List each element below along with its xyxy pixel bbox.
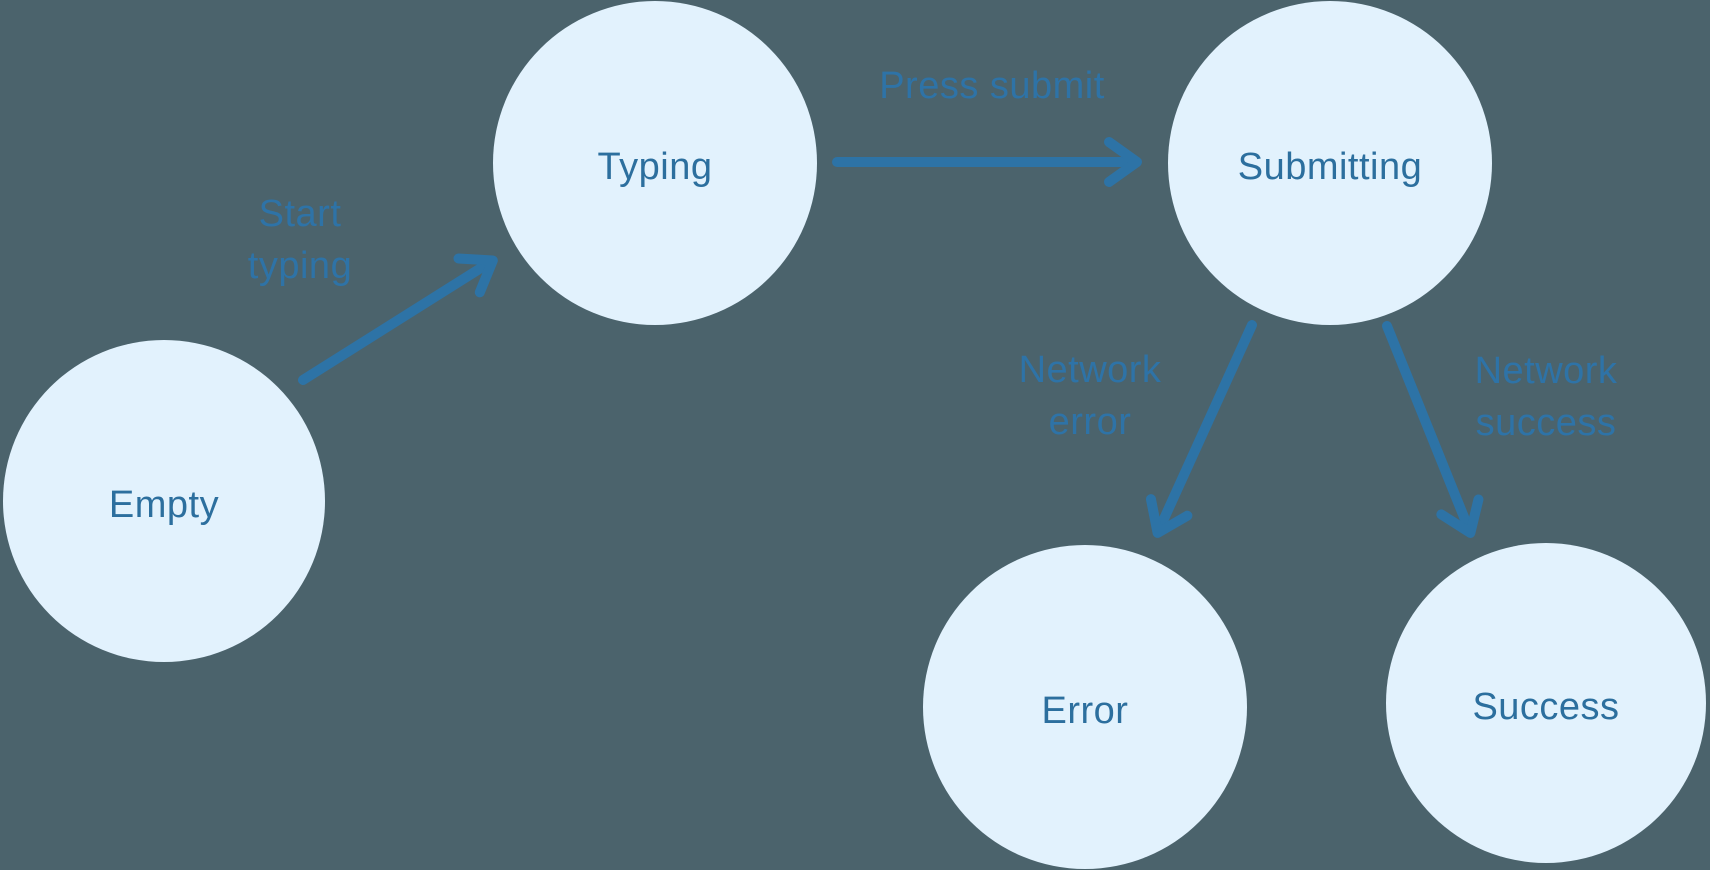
- state-node-empty: Empty: [3, 340, 325, 662]
- state-node-submitting: Submitting: [1168, 1, 1492, 325]
- state-node-typing: Typing: [493, 1, 817, 325]
- state-label-success: Success: [1472, 685, 1620, 728]
- state-node-error: Error: [923, 545, 1247, 869]
- transition-label-press-submit: Press submit: [879, 60, 1105, 112]
- transition-label-line: Start: [258, 193, 342, 235]
- arrow-submitting-to-success: [1382, 321, 1484, 538]
- transition-label-network-error: Network error: [1019, 344, 1162, 448]
- arrow-submitting-to-error: [1145, 320, 1257, 538]
- transition-label-line: Press submit: [879, 65, 1105, 107]
- transition-label-line: Network: [1018, 349, 1162, 391]
- transition-label-line: error: [1048, 401, 1132, 443]
- state-node-success: Success: [1386, 543, 1706, 863]
- transition-label-network-success: Network success: [1475, 345, 1618, 449]
- transition-label-line: Network: [1474, 350, 1618, 392]
- arrow-empty-to-typing: [298, 253, 498, 385]
- transition-label-line: success: [1475, 402, 1617, 444]
- transition-label-start-typing: Start typing: [248, 188, 352, 292]
- state-label-error: Error: [1041, 689, 1129, 732]
- state-label-submitting: Submitting: [1237, 145, 1423, 188]
- state-label-typing: Typing: [597, 145, 713, 188]
- state-label-empty: Empty: [108, 483, 220, 526]
- transition-label-line: typing: [247, 245, 353, 287]
